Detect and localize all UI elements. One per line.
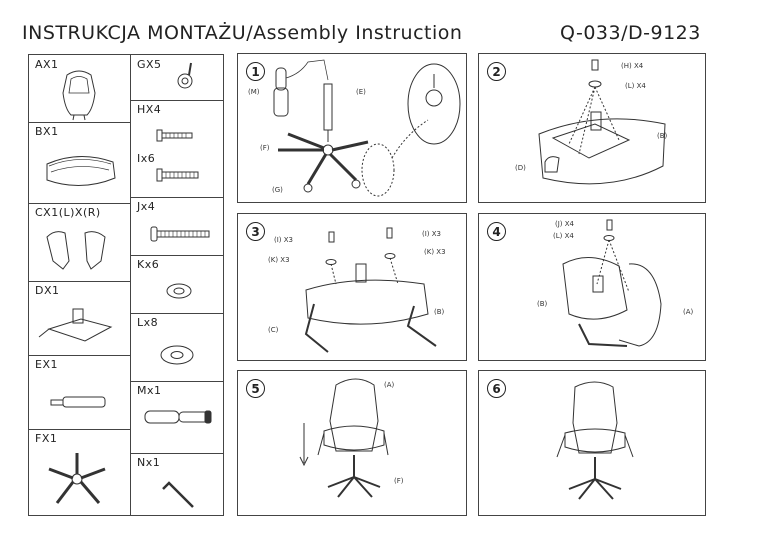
caster-drawing — [177, 62, 193, 89]
row-divider — [29, 429, 130, 430]
step-1-callout-g: (G) — [272, 186, 283, 194]
step-3-panel: 3 (I) X3 (I) X3 (K) X3 (K) X3 (C) (B) — [237, 213, 467, 361]
row-divider — [29, 281, 130, 282]
backrest-drawing — [62, 70, 96, 121]
step-4-callout-b: (B) — [537, 300, 548, 308]
part-d-mechanism: DX1 — [29, 281, 130, 355]
part-g-label: GX5 — [137, 58, 162, 71]
part-c-label: CX1(L)X(R) — [35, 206, 101, 219]
step-5-number: 5 — [246, 379, 265, 398]
step-1-callout-e: (E) — [356, 88, 366, 96]
gas-lift-drawing — [50, 396, 106, 408]
parts-column-divider — [130, 55, 131, 515]
step-2-callout-l: (L) X4 — [625, 82, 646, 90]
step-5-panel: 5 (A) (F) — [237, 370, 467, 516]
part-e-gas-lift: EX1 — [29, 355, 130, 429]
part-j-bolt: Jx4 — [131, 197, 225, 255]
step-2-callout-b: (B) — [657, 132, 668, 140]
part-b-seat: BX1 — [29, 122, 130, 203]
part-d-label: DX1 — [35, 284, 60, 297]
step-1-number: 1 — [246, 62, 265, 81]
part-a-label: AX1 — [35, 58, 59, 71]
part-n-allen-key: Nx1 — [131, 453, 225, 517]
step-3-callout-c: (C) — [268, 326, 279, 334]
step-3-number: 3 — [246, 222, 265, 241]
part-l-washer: Lx8 — [131, 313, 225, 381]
step-5-callout-f: (F) — [394, 477, 404, 485]
step-3-callout-k-left: (K) X3 — [268, 256, 290, 264]
step-4-panel: 4 (J) X4 (L) X4 (B) (A) — [478, 213, 706, 361]
part-b-label: BX1 — [35, 125, 59, 138]
step-4-callout-j: (J) X4 — [555, 220, 575, 228]
step-5-drawing — [299, 378, 389, 498]
step-1-callout-f: (F) — [260, 144, 270, 152]
part-l-label: Lx8 — [137, 316, 159, 329]
step-2-drawing — [538, 59, 666, 185]
part-g-caster: GX5 — [131, 55, 225, 100]
step-1-drawing — [273, 59, 461, 197]
row-divider — [130, 313, 224, 314]
cover-drawing — [144, 410, 212, 424]
part-n-label: Nx1 — [137, 456, 161, 469]
row-divider — [29, 122, 130, 123]
step-1-callout-m: (M) — [248, 88, 260, 96]
step-4-callout-a: (A) — [683, 308, 694, 316]
part-a-backrest: AX1 — [29, 55, 130, 122]
bolt-j-drawing — [150, 226, 210, 242]
step-4-drawing — [562, 219, 662, 347]
step-3-callout-i-right: (I) X3 — [422, 230, 442, 238]
part-m-cover: Mx1 — [131, 381, 225, 453]
part-j-label: Jx4 — [137, 200, 156, 213]
washer-k-drawing — [166, 283, 192, 299]
step-6-number: 6 — [487, 379, 506, 398]
bolt-h-drawing — [156, 129, 193, 142]
part-m-label: Mx1 — [137, 384, 162, 397]
step-2-number: 2 — [487, 62, 506, 81]
part-i-bolt: Ix6 — [131, 149, 225, 197]
row-divider — [130, 453, 224, 454]
row-divider — [29, 355, 130, 356]
step-2-callout-d: (D) — [515, 164, 526, 172]
part-h-label: HX4 — [137, 103, 162, 116]
parts-list: AX1 BX1 CX1(L)X(R) DX1 EX1 — [28, 54, 224, 516]
step-3-callout-i-left: (I) X3 — [274, 236, 294, 244]
part-f-label: FX1 — [35, 432, 58, 445]
row-divider — [130, 381, 224, 382]
step-1-panel: 1 (M) (E) (F) (G) — [237, 53, 467, 203]
step-6-panel: 6 — [478, 370, 706, 516]
part-e-label: EX1 — [35, 358, 58, 371]
row-divider — [130, 197, 224, 198]
washer-l-drawing — [160, 345, 194, 365]
armrests-drawing — [46, 231, 106, 270]
part-f-base: FX1 — [29, 429, 130, 517]
row-divider — [29, 203, 130, 204]
step-2-callout-h: (H) X4 — [621, 62, 644, 70]
bolt-i-drawing — [156, 168, 199, 182]
model-number: Q-033/D-9123 — [560, 22, 701, 44]
mechanism-drawing — [38, 308, 113, 342]
part-k-label: Kx6 — [137, 258, 160, 271]
row-divider — [130, 255, 224, 256]
step-2-panel: 2 (H) X4 (L) X4 (B) (D) — [478, 53, 706, 203]
document-title: INSTRUKCJA MONTAŻU/Assembly Instruction — [22, 22, 463, 44]
step-3-callout-b: (B) — [434, 308, 445, 316]
step-5-callout-a: (A) — [384, 381, 395, 389]
seat-drawing — [46, 155, 116, 187]
row-divider — [130, 100, 224, 101]
part-i-label: Ix6 — [137, 152, 156, 165]
part-k-washer: Kx6 — [131, 255, 225, 313]
step-4-callout-l: (L) X4 — [553, 232, 574, 240]
part-c-armrests: CX1(L)X(R) — [29, 203, 130, 281]
step-4-number: 4 — [487, 222, 506, 241]
step-3-callout-k-right: (K) X3 — [424, 248, 446, 256]
step-3-drawing — [304, 227, 437, 353]
base-drawing — [48, 453, 106, 504]
step-6-drawing — [556, 381, 634, 500]
allen-key-drawing — [162, 481, 194, 508]
part-h-bolt: HX4 — [131, 100, 225, 197]
